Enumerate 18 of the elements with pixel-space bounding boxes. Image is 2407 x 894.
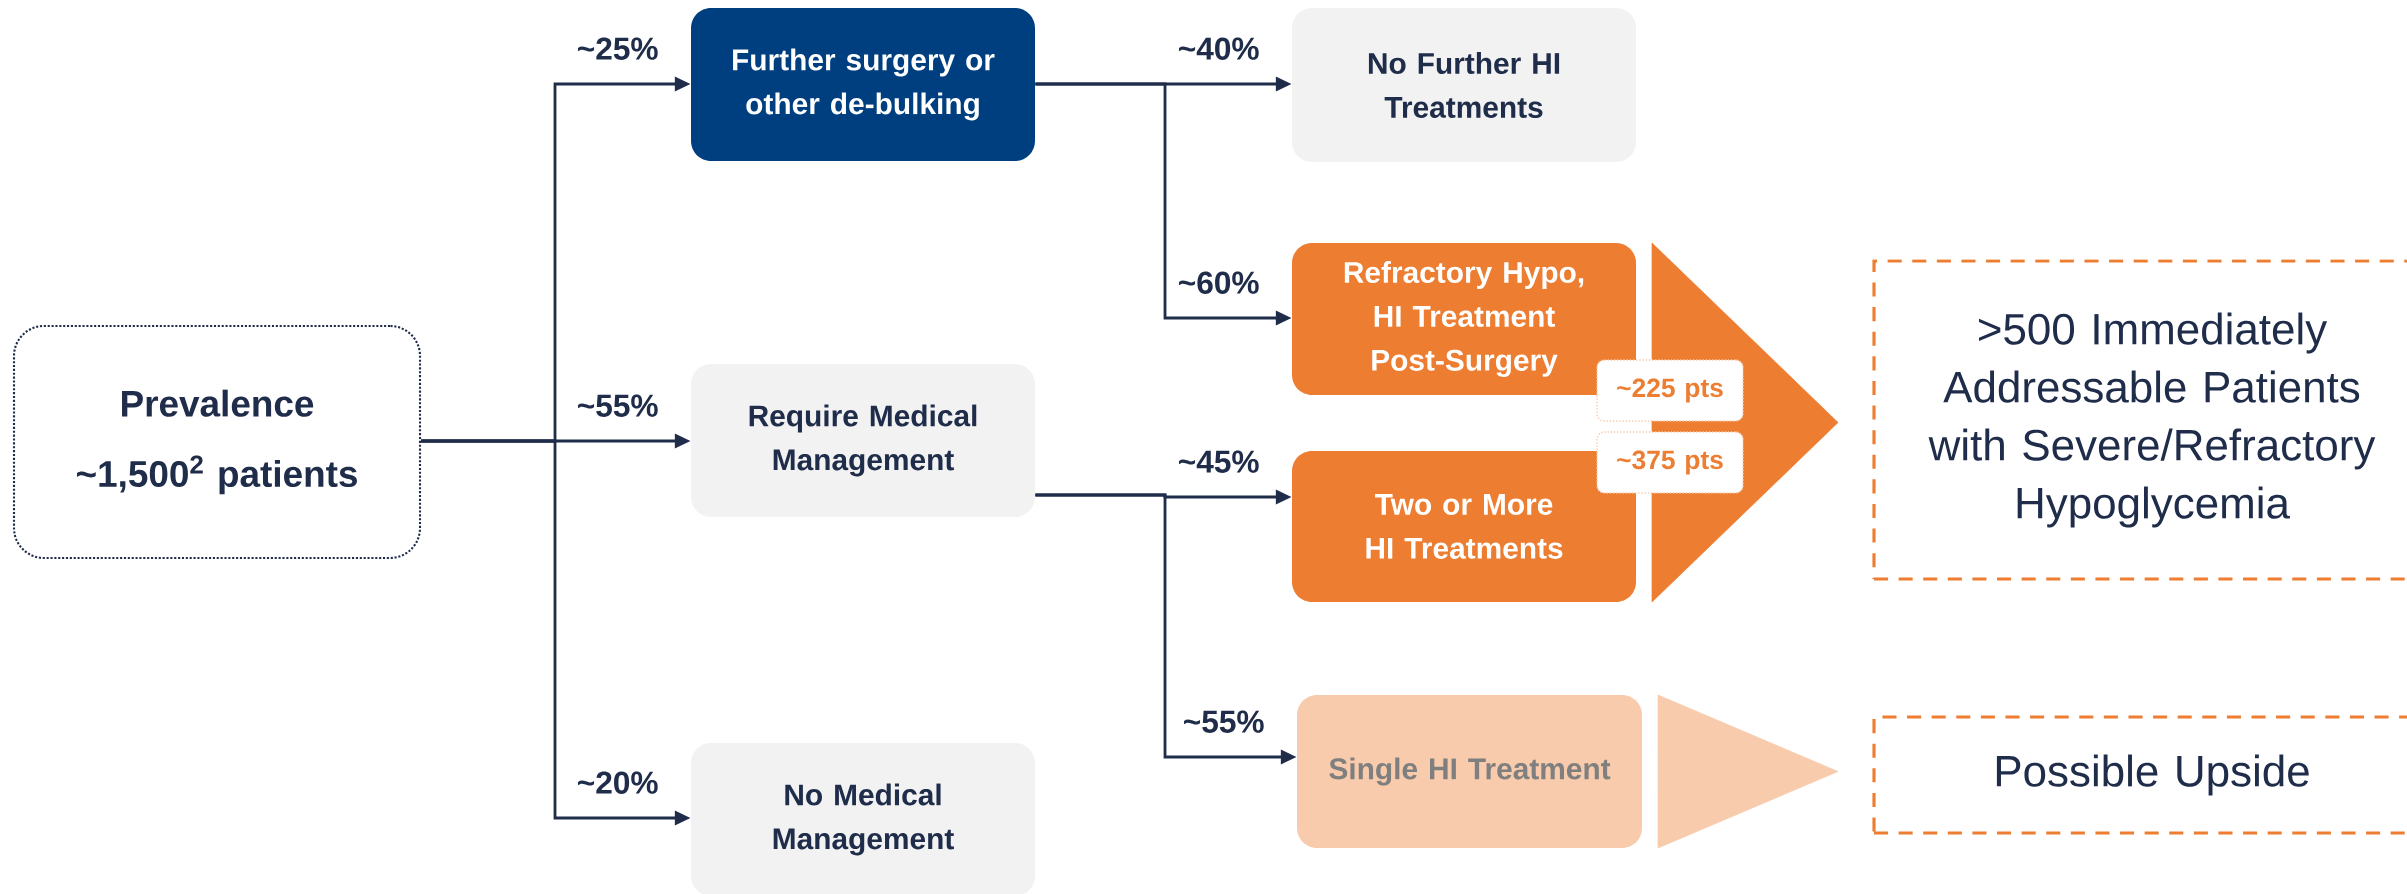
result-box: >500 Immediately Addressable Patients with Severe/Refractory Hypoglycemia (1872, 259, 2407, 581)
process-box: Single HI Treatment (1297, 695, 1642, 848)
start-box: Prevalence ~1,500$^{2}$ patients (12, 324, 422, 560)
edge-label: ~25% (578, 37, 658, 60)
edge-label: ~60% (1179, 271, 1259, 294)
process-box: No Medical Management (691, 743, 1035, 894)
process-box: No Further HI Treatments (1292, 8, 1636, 162)
edge-label: ~55% (1184, 710, 1264, 733)
edge-label: ~45% (1179, 450, 1259, 473)
edge-label: ~55% (578, 394, 658, 417)
process-box: Require Medical Management (691, 364, 1035, 517)
process-box: Further surgery or other de-bulking (691, 8, 1035, 161)
result-box: Possible Upside (1872, 715, 2407, 835)
edge-label: ~40% (1179, 37, 1259, 60)
chevron-arrow (1657, 694, 1839, 849)
count-badge: ~375 pts (1596, 431, 1744, 494)
edge-label: ~20% (578, 771, 658, 794)
count-badge: ~225 pts (1596, 359, 1744, 422)
